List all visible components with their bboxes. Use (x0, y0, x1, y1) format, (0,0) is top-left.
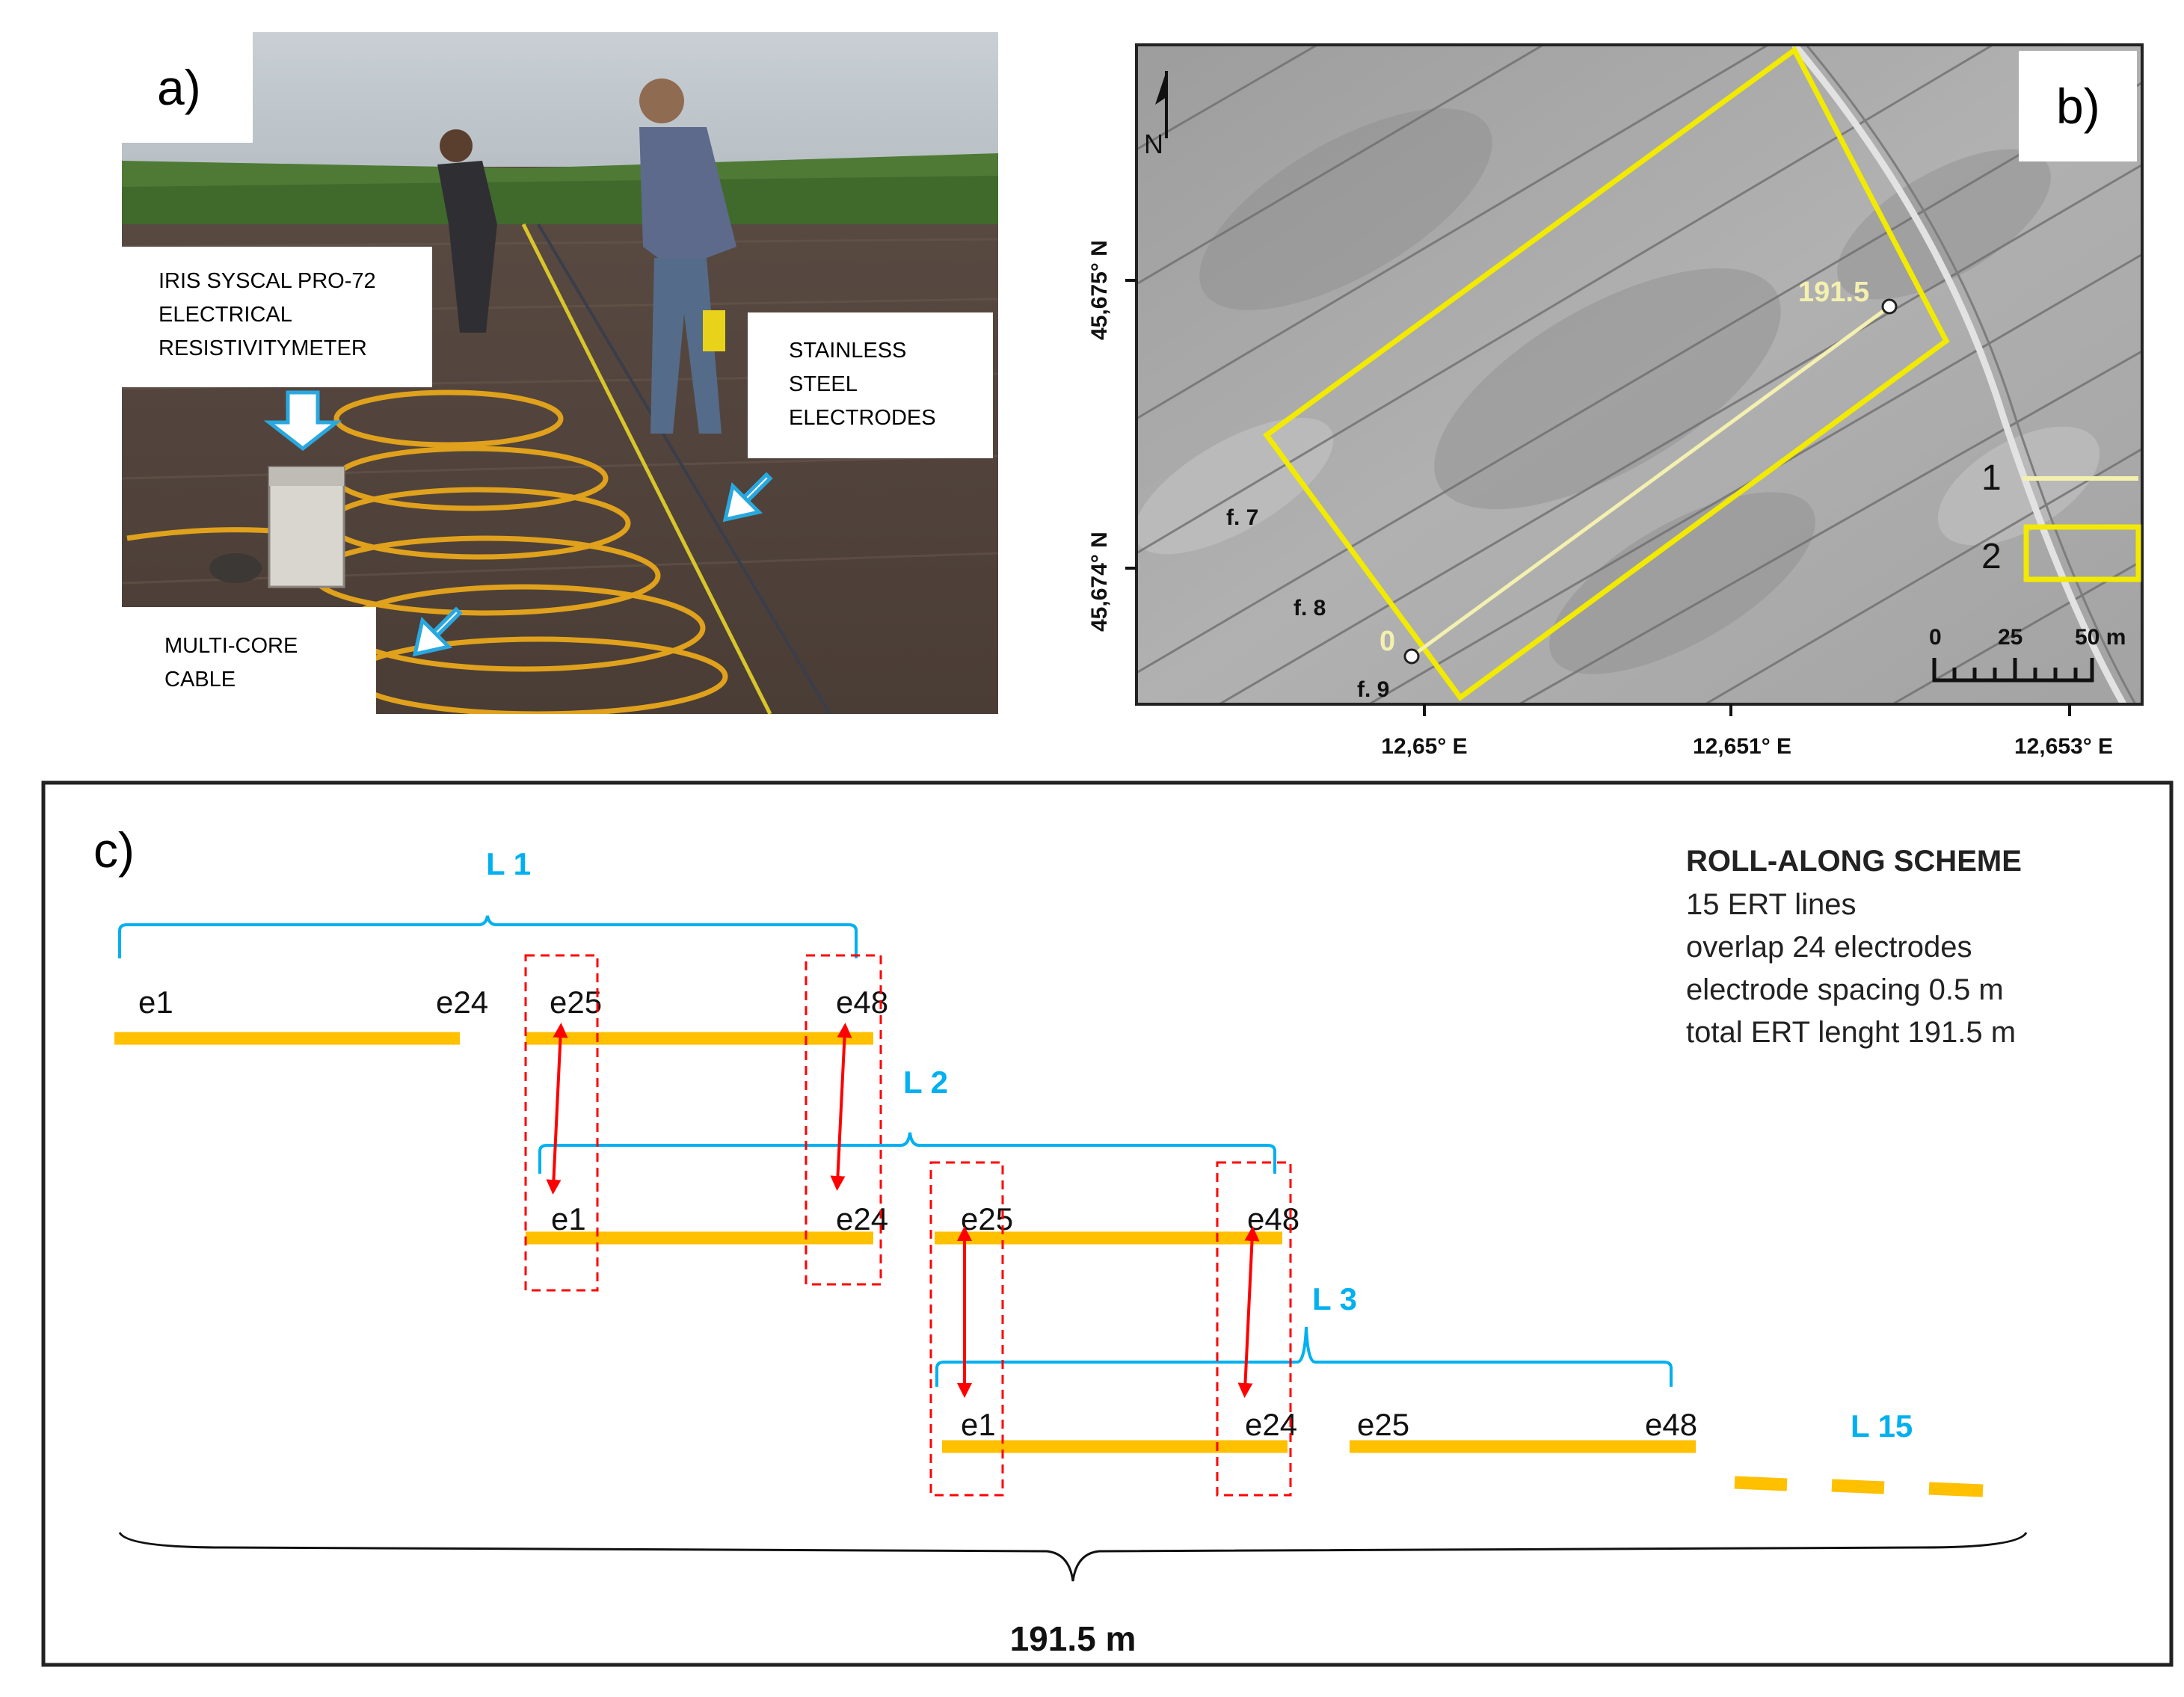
scale-label-50: 50 m (2075, 625, 2126, 650)
people (437, 78, 736, 434)
panel-c-label: c) (93, 822, 135, 878)
aerial-map (1136, 45, 2142, 704)
north-label: N (1144, 129, 1163, 159)
furrow-label-9: f. 9 (1357, 677, 1389, 702)
furrow-label-7: f. 7 (1226, 505, 1258, 530)
electrodes-callout-line3: ELECTRODES (789, 406, 936, 430)
shift-arrow-1 (546, 1023, 568, 1195)
callout-arrows (263, 390, 773, 657)
instrument-callout-line3: RESISTIVITYMETER (159, 336, 367, 360)
lon-label-1265: 12,65° E (1381, 734, 1467, 759)
panel-b-label-box (2019, 51, 2137, 161)
map-axis-ticks (1125, 279, 2071, 716)
scale-bar (1932, 658, 2094, 683)
lon-label-12651: 12,651° E (1693, 734, 1791, 759)
total-length-brace (118, 1532, 2028, 1582)
map-frame (1135, 43, 2144, 706)
total-length-label: 191.5 m (1010, 1619, 1136, 1658)
electrodes-callout-line2: STEEL (789, 372, 858, 396)
diagonal-arrow-icon-2 (412, 606, 463, 657)
line-end-label: 191.5 (1798, 277, 1869, 308)
cable-callout-line2: CABLE (164, 668, 236, 692)
bar-l15-dash-1 (1734, 1476, 1788, 1491)
panel-c: c) ROLL-ALONG SCHEME 15 ERT lines overla… (41, 780, 2174, 1667)
row2-e48: e48 (1247, 1201, 1299, 1236)
row2-e24: e24 (836, 1201, 888, 1236)
overlap-box-4 (1216, 1161, 1292, 1497)
line-label-l2: L 2 (903, 1065, 948, 1100)
row2-e1: e1 (551, 1201, 586, 1236)
line-start-label: 0 (1379, 626, 1395, 657)
row3-e48: e48 (1645, 1407, 1697, 1442)
north-arrow-icon (1155, 71, 1168, 138)
line-label-l15: L 15 (1851, 1408, 1913, 1444)
line-label-l3: L 3 (1312, 1281, 1357, 1316)
ert-line-end (1881, 298, 1898, 315)
bracket-l3 (935, 1326, 1673, 1387)
scheme-line-1: 15 ERT lines (1686, 888, 1857, 921)
cable-callout-box (122, 607, 376, 714)
diagonal-arrow-icon (722, 472, 773, 523)
lon-label-12653: 12,653° E (2014, 734, 2113, 759)
scheme-title: ROLL-ALONG SCHEME (1686, 845, 2022, 878)
overlap-boxes (524, 954, 1292, 1497)
panel-a: a) IRIS SYSCAL PRO-72 ELECTRICAL RESISTI… (122, 32, 998, 714)
bracket-l2 (538, 1132, 1276, 1174)
electrodes-callout-box (748, 312, 993, 458)
cable-callout-line1: MULTI-CORE (164, 634, 298, 658)
bar-l15-dash-3 (1928, 1482, 1984, 1497)
scheme-line-4: total ERT lenght 191.5 m (1686, 1016, 2016, 1049)
row3-e24: e24 (1245, 1407, 1297, 1442)
panel-c-frame (41, 780, 2174, 1667)
furrow-label-8: f. 8 (1294, 596, 1326, 620)
resistivitymeter-box (209, 466, 345, 588)
ert-line (1410, 304, 1891, 659)
scale-label-25: 25 (1998, 625, 2022, 650)
lat-label-45675: 45,675° N (1087, 240, 1112, 340)
lat-label-45674: 45,674° N (1087, 532, 1112, 632)
scheme-line-2: overlap 24 electrodes (1686, 931, 1972, 964)
row1-e48: e48 (836, 985, 888, 1020)
row3-e1: e1 (961, 1407, 996, 1442)
instrument-callout-line1: IRIS SYSCAL PRO-72 (159, 269, 376, 293)
legend-number-2: 2 (1981, 537, 2002, 576)
row3-e25: e25 (1357, 1407, 1409, 1442)
ert-line-start (1403, 648, 1420, 665)
overlap-box-2 (805, 954, 882, 1286)
bar-l15-dash-2 (1831, 1479, 1885, 1494)
down-arrow-icon (263, 390, 342, 452)
electrodes-callout-line1: STAINLESS (789, 339, 906, 363)
overlap-box-1 (524, 954, 599, 1292)
row1-e1: e1 (138, 985, 173, 1020)
row1-e25: e25 (550, 985, 602, 1020)
panel-a-label-box (122, 32, 253, 143)
panel-a-label: a) (157, 60, 201, 115)
instrument-callout-line2: ELECTRICAL (159, 303, 292, 327)
scale-label-0: 0 (1929, 625, 1942, 650)
panel-b-label: b) (2056, 78, 2100, 134)
bracket-l1 (118, 915, 858, 958)
instrument-callout-box (122, 247, 432, 387)
survey-area (1263, 46, 1950, 701)
row2-e25: e25 (961, 1201, 1013, 1236)
shift-arrow-4 (1237, 1226, 1260, 1398)
row1-e24: e24 (436, 985, 488, 1020)
panel-b: N b) 191.5 0 f. 7 f. 8 f. 9 1 2 0 25 50 … (1087, 43, 2144, 759)
shift-arrows (546, 1023, 1260, 1398)
shift-arrow-2 (830, 1023, 852, 1191)
electrode-bars (114, 1032, 1984, 1497)
line-label-l1: L 1 (486, 846, 531, 881)
legend-number-1: 1 (1981, 458, 2002, 498)
legend-area-swatch (2023, 524, 2141, 582)
overlap-box-3 (929, 1161, 1004, 1497)
scheme-line-3: electrode spacing 0.5 m (1686, 973, 2004, 1006)
